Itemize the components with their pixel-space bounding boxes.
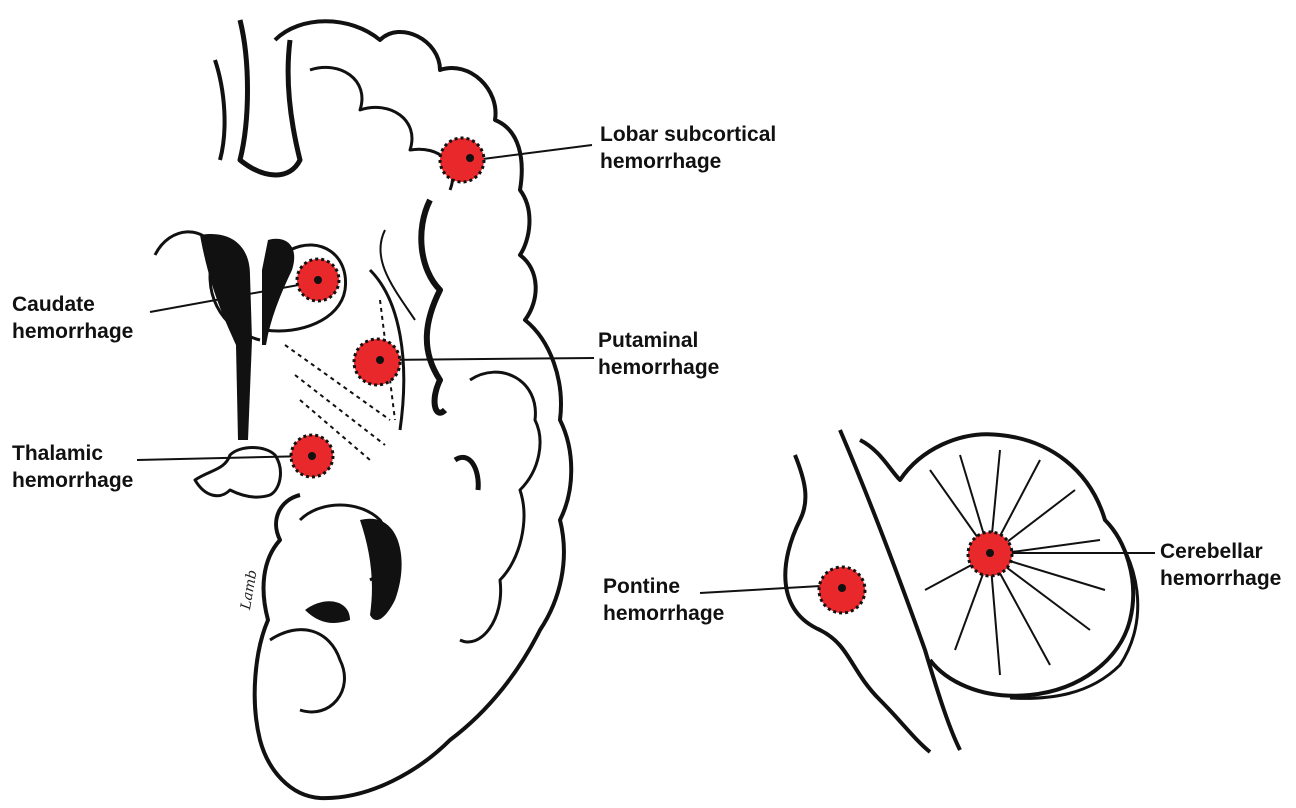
label-caudate-hemorrhage: Caudate hemorrhage <box>12 291 133 345</box>
label-lobar-line1: Lobar subcortical <box>600 121 776 148</box>
label-lobar-line2: hemorrhage <box>600 148 776 175</box>
leader-line-lobar <box>475 145 592 160</box>
label-cerebellar-line2: hemorrhage <box>1160 565 1281 592</box>
label-caudate-line1: Caudate <box>12 291 133 318</box>
label-cerebellar-hemorrhage: Cerebellar hemorrhage <box>1160 538 1281 592</box>
label-thalamic-line2: hemorrhage <box>12 467 133 494</box>
label-caudate-line2: hemorrhage <box>12 318 133 345</box>
coronal-brain-section <box>155 20 571 798</box>
pontine-hemorrhage-marker <box>819 567 865 613</box>
label-cerebellar-line1: Cerebellar <box>1160 538 1281 565</box>
label-thalamic-line1: Thalamic <box>12 440 133 467</box>
thalamic-hemorrhage-marker <box>291 435 333 477</box>
caudate-hemorrhage-marker <box>297 259 339 301</box>
label-pontine-hemorrhage: Pontine hemorrhage <box>603 573 724 627</box>
label-pontine-line2: hemorrhage <box>603 600 724 627</box>
leader-line-putaminal <box>382 358 594 360</box>
label-thalamic-hemorrhage: Thalamic hemorrhage <box>12 440 133 494</box>
cerebellar-hemorrhage-marker <box>968 532 1012 576</box>
lobar-hemorrhage-marker <box>440 138 484 182</box>
label-lobar-subcortical-hemorrhage: Lobar subcortical hemorrhage <box>600 121 776 175</box>
label-putaminal-line2: hemorrhage <box>598 354 719 381</box>
leader-line-thalamic <box>137 456 310 460</box>
label-putaminal-line1: Putaminal <box>598 327 719 354</box>
putaminal-hemorrhage-marker <box>354 339 400 385</box>
label-pontine-line1: Pontine <box>603 573 724 600</box>
label-putaminal-hemorrhage: Putaminal hemorrhage <box>598 327 719 381</box>
